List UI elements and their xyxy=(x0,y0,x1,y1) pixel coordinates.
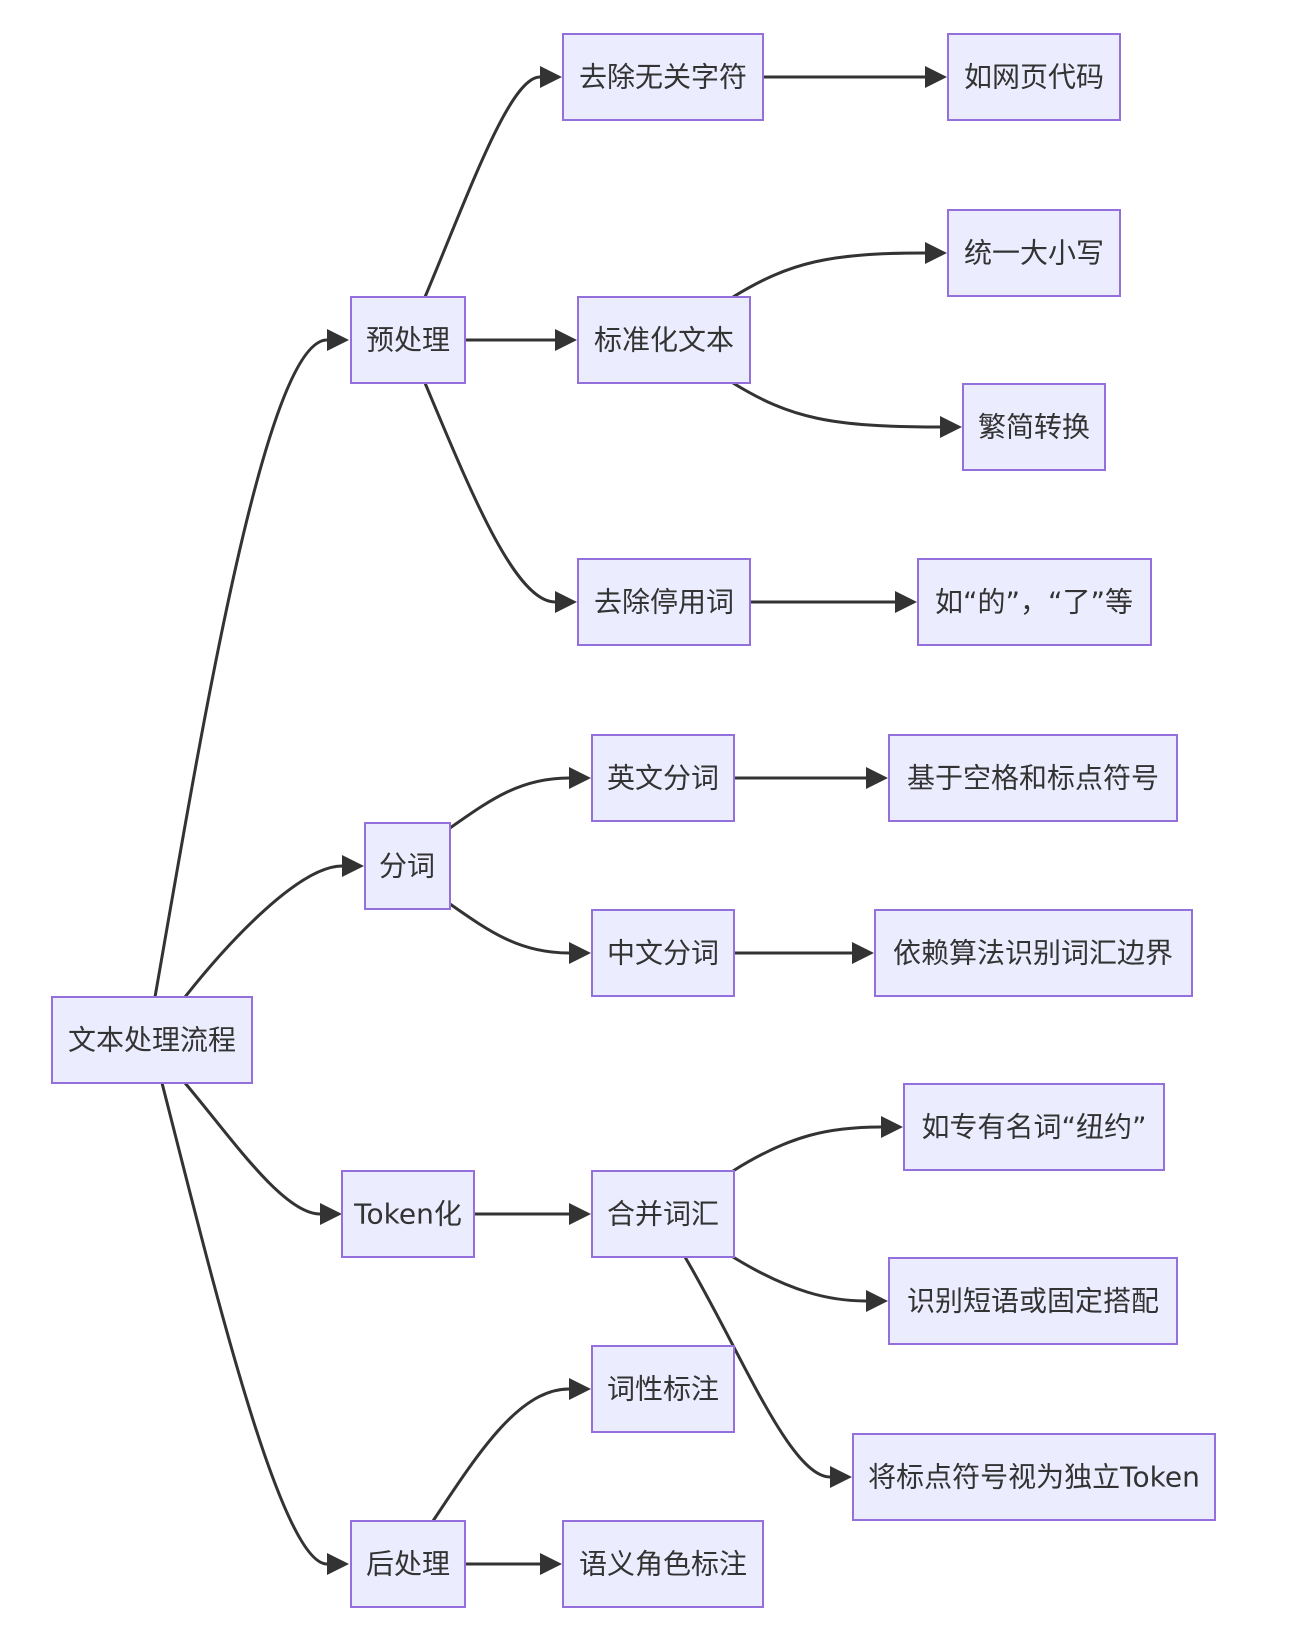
node-seg: 分词 xyxy=(364,822,451,910)
node-label: 基于空格和标点符号 xyxy=(907,762,1159,795)
node-label: 识别短语或固定搭配 xyxy=(907,1285,1159,1318)
node-label: 标准化文本 xyxy=(594,324,734,357)
node-root: 文本处理流程 xyxy=(51,996,253,1084)
node-label: 如专有名词“纽约” xyxy=(921,1111,1146,1144)
node-post: 后处理 xyxy=(350,1520,466,1608)
edge-merge-ny xyxy=(732,1125,882,1173)
edge-std-case-arrow xyxy=(925,242,947,264)
edge-merge-punct-arrow xyxy=(830,1466,852,1488)
node-label: 如网页代码 xyxy=(964,61,1104,94)
edge-root-post-arrow xyxy=(327,1553,349,1575)
edge-std-case xyxy=(732,251,926,299)
node-zh: 中文分词 xyxy=(591,909,735,997)
edges xyxy=(153,66,962,1575)
edge-root-tok-arrow xyxy=(320,1203,342,1225)
node-label: 后处理 xyxy=(366,1548,450,1581)
edge-root-seg-arrow xyxy=(342,855,364,877)
edge-root-post xyxy=(160,1082,328,1566)
edge-seg-en-arrow xyxy=(569,767,591,789)
node-label: Token化 xyxy=(353,1198,462,1231)
edge-root-seg xyxy=(183,864,343,998)
edge-en-space-arrow xyxy=(866,767,888,789)
node-label: 去除无关字符 xyxy=(579,61,747,94)
edge-merge-phrase xyxy=(732,1255,867,1303)
node-label: 合并词汇 xyxy=(607,1198,719,1231)
edge-post-pos xyxy=(431,1387,570,1522)
node-en: 英文分词 xyxy=(591,734,735,822)
node-space: 基于空格和标点符号 xyxy=(888,734,1178,822)
node-case: 统一大小写 xyxy=(947,209,1121,297)
edge-merge-phrase-arrow xyxy=(866,1290,888,1312)
edge-merge-punct xyxy=(683,1256,831,1479)
node-label: 文本处理流程 xyxy=(68,1024,236,1057)
edge-post-srl-arrow xyxy=(540,1553,562,1575)
edge-std-trad xyxy=(732,381,941,429)
node-algo: 依赖算法识别词汇边界 xyxy=(874,909,1193,997)
edge-root-pre xyxy=(153,338,328,998)
node-pre: 预处理 xyxy=(350,296,466,384)
node-trad: 繁简转换 xyxy=(962,383,1106,471)
node-label: 繁简转换 xyxy=(978,411,1090,444)
node-rm: 去除无关字符 xyxy=(562,33,764,121)
node-label: 统一大小写 xyxy=(964,237,1104,270)
node-label: 将标点符号视为独立Token xyxy=(868,1461,1200,1494)
edge-pre-rm-arrow xyxy=(540,66,562,88)
node-phrase: 识别短语或固定搭配 xyxy=(888,1257,1178,1345)
node-ny: 如专有名词“纽约” xyxy=(903,1083,1165,1171)
edge-merge-ny-arrow xyxy=(881,1116,903,1138)
node-label: 语义角色标注 xyxy=(579,1548,747,1581)
edge-stop-de-arrow xyxy=(895,591,917,613)
node-std: 标准化文本 xyxy=(577,296,751,384)
edge-seg-en xyxy=(449,776,570,830)
node-punct: 将标点符号视为独立Token xyxy=(852,1433,1216,1521)
node-label: 英文分词 xyxy=(607,762,719,795)
node-label: 如“的”，“了”等 xyxy=(935,586,1133,619)
edge-post-pos-arrow xyxy=(569,1378,591,1400)
edge-pre-std-arrow xyxy=(555,329,577,351)
node-label: 依赖算法识别词汇边界 xyxy=(893,937,1173,970)
edge-tok-merge-arrow xyxy=(569,1203,591,1225)
node-merge: 合并词汇 xyxy=(591,1170,735,1258)
node-label: 词性标注 xyxy=(607,1373,719,1406)
edge-pre-stop-arrow xyxy=(555,591,577,613)
nodes: 文本处理流程 预处理 分词 Token化 后处理 去除无关字符 标准化文本 xyxy=(51,33,1216,1608)
node-label: 去除停用词 xyxy=(594,586,734,619)
node-stop: 去除停用词 xyxy=(577,558,751,646)
edge-root-tok xyxy=(183,1082,321,1216)
edge-pre-stop xyxy=(423,382,556,604)
node-label: 预处理 xyxy=(366,324,450,357)
node-pos: 词性标注 xyxy=(591,1345,735,1433)
edge-rm-web-arrow xyxy=(925,66,947,88)
edge-std-trad-arrow xyxy=(940,416,962,438)
edge-seg-zh-arrow xyxy=(569,942,591,964)
node-web: 如网页代码 xyxy=(947,33,1121,121)
edge-seg-zh xyxy=(449,902,570,955)
edge-root-pre-arrow xyxy=(327,329,349,351)
node-label: 分词 xyxy=(379,850,435,883)
node-label: 中文分词 xyxy=(607,937,719,970)
node-de: 如“的”，“了”等 xyxy=(917,558,1152,646)
edge-zh-algo-arrow xyxy=(852,942,874,964)
edge-pre-rm xyxy=(423,75,541,298)
node-srl: 语义角色标注 xyxy=(562,1520,764,1608)
node-tok: Token化 xyxy=(341,1170,475,1258)
